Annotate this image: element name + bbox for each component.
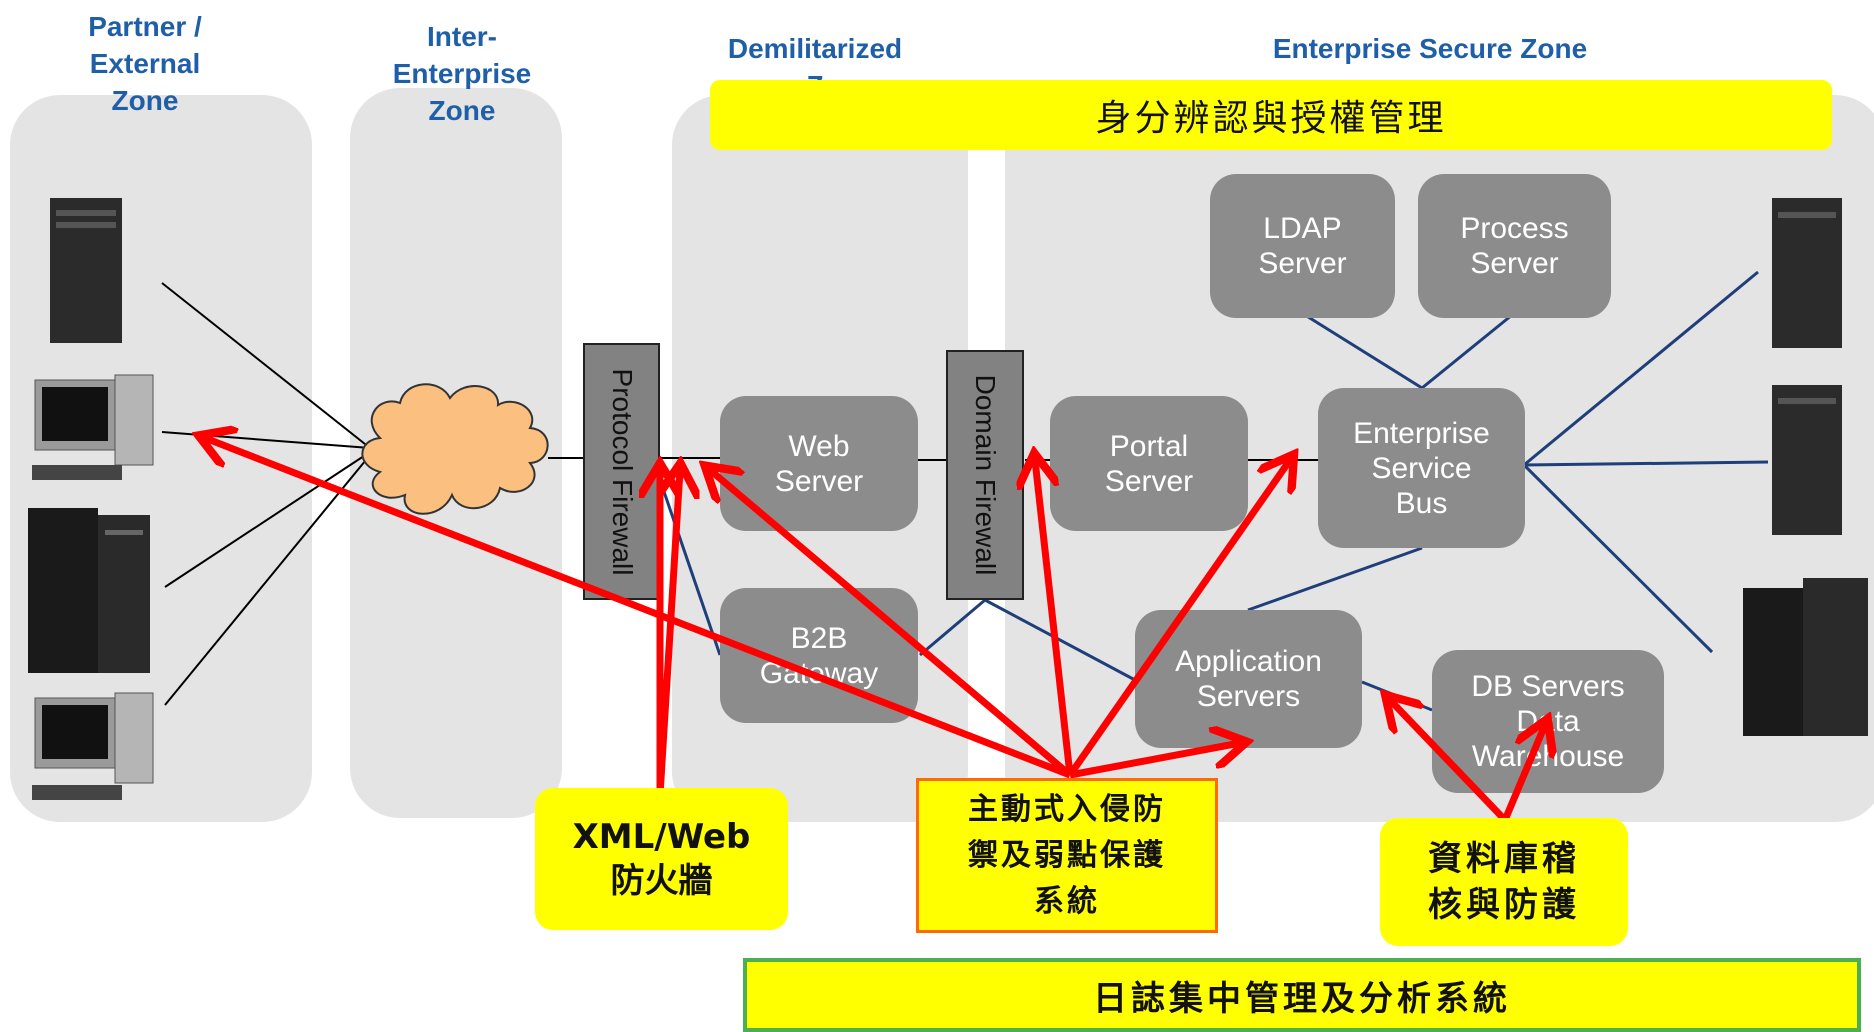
db-servers: DB Servers Data Warehouse (1432, 650, 1664, 793)
ips-label: 主動式入侵防 禦及弱點保護 系統 (968, 791, 1166, 919)
mainframe-icon-right (1743, 578, 1868, 736)
xml-web-firewall-callout: XML/Web 防火牆 (535, 788, 788, 930)
inter-zone-title: Inter- Enterprise Zone (392, 21, 532, 126)
log-management-bar: 日誌集中管理及分析系統 (743, 958, 1861, 1032)
tower-server-icon-right-1 (1772, 198, 1842, 348)
db-audit-label: 資料庫稽 核與防護 (1428, 839, 1580, 925)
internet-cloud (361, 383, 549, 515)
secure-zone-title: Enterprise Secure Zone (1272, 33, 1588, 64)
desktop-pc-icon-2 (32, 692, 154, 800)
xml-web-firewall-label: XML/Web 防火牆 (572, 817, 751, 901)
domain-firewall: Domain Firewall (946, 350, 1024, 600)
mainframe-icon (28, 508, 150, 673)
portal-server: Portal Server (1050, 396, 1248, 531)
tower-server-icon-right-2 (1772, 385, 1842, 535)
identity-management-label: 身分辨認與授權管理 (1095, 98, 1447, 139)
log-management-label: 日誌集中管理及分析系統 (1093, 978, 1511, 1019)
tower-server-icon (50, 198, 122, 343)
partner-zone-title: Partner / External Zone (88, 11, 202, 116)
db-audit-callout: 資料庫稽 核與防護 (1380, 818, 1628, 946)
ips-callout: 主動式入侵防 禦及弱點保護 系統 (916, 778, 1218, 933)
ldap-server: LDAP Server (1210, 174, 1395, 318)
enterprise-service-bus: Enterprise Service Bus (1318, 388, 1525, 548)
process-server: Process Server (1418, 174, 1611, 318)
desktop-pc-icon (32, 374, 154, 480)
identity-management-bar: 身分辨認與授權管理 (710, 80, 1832, 150)
